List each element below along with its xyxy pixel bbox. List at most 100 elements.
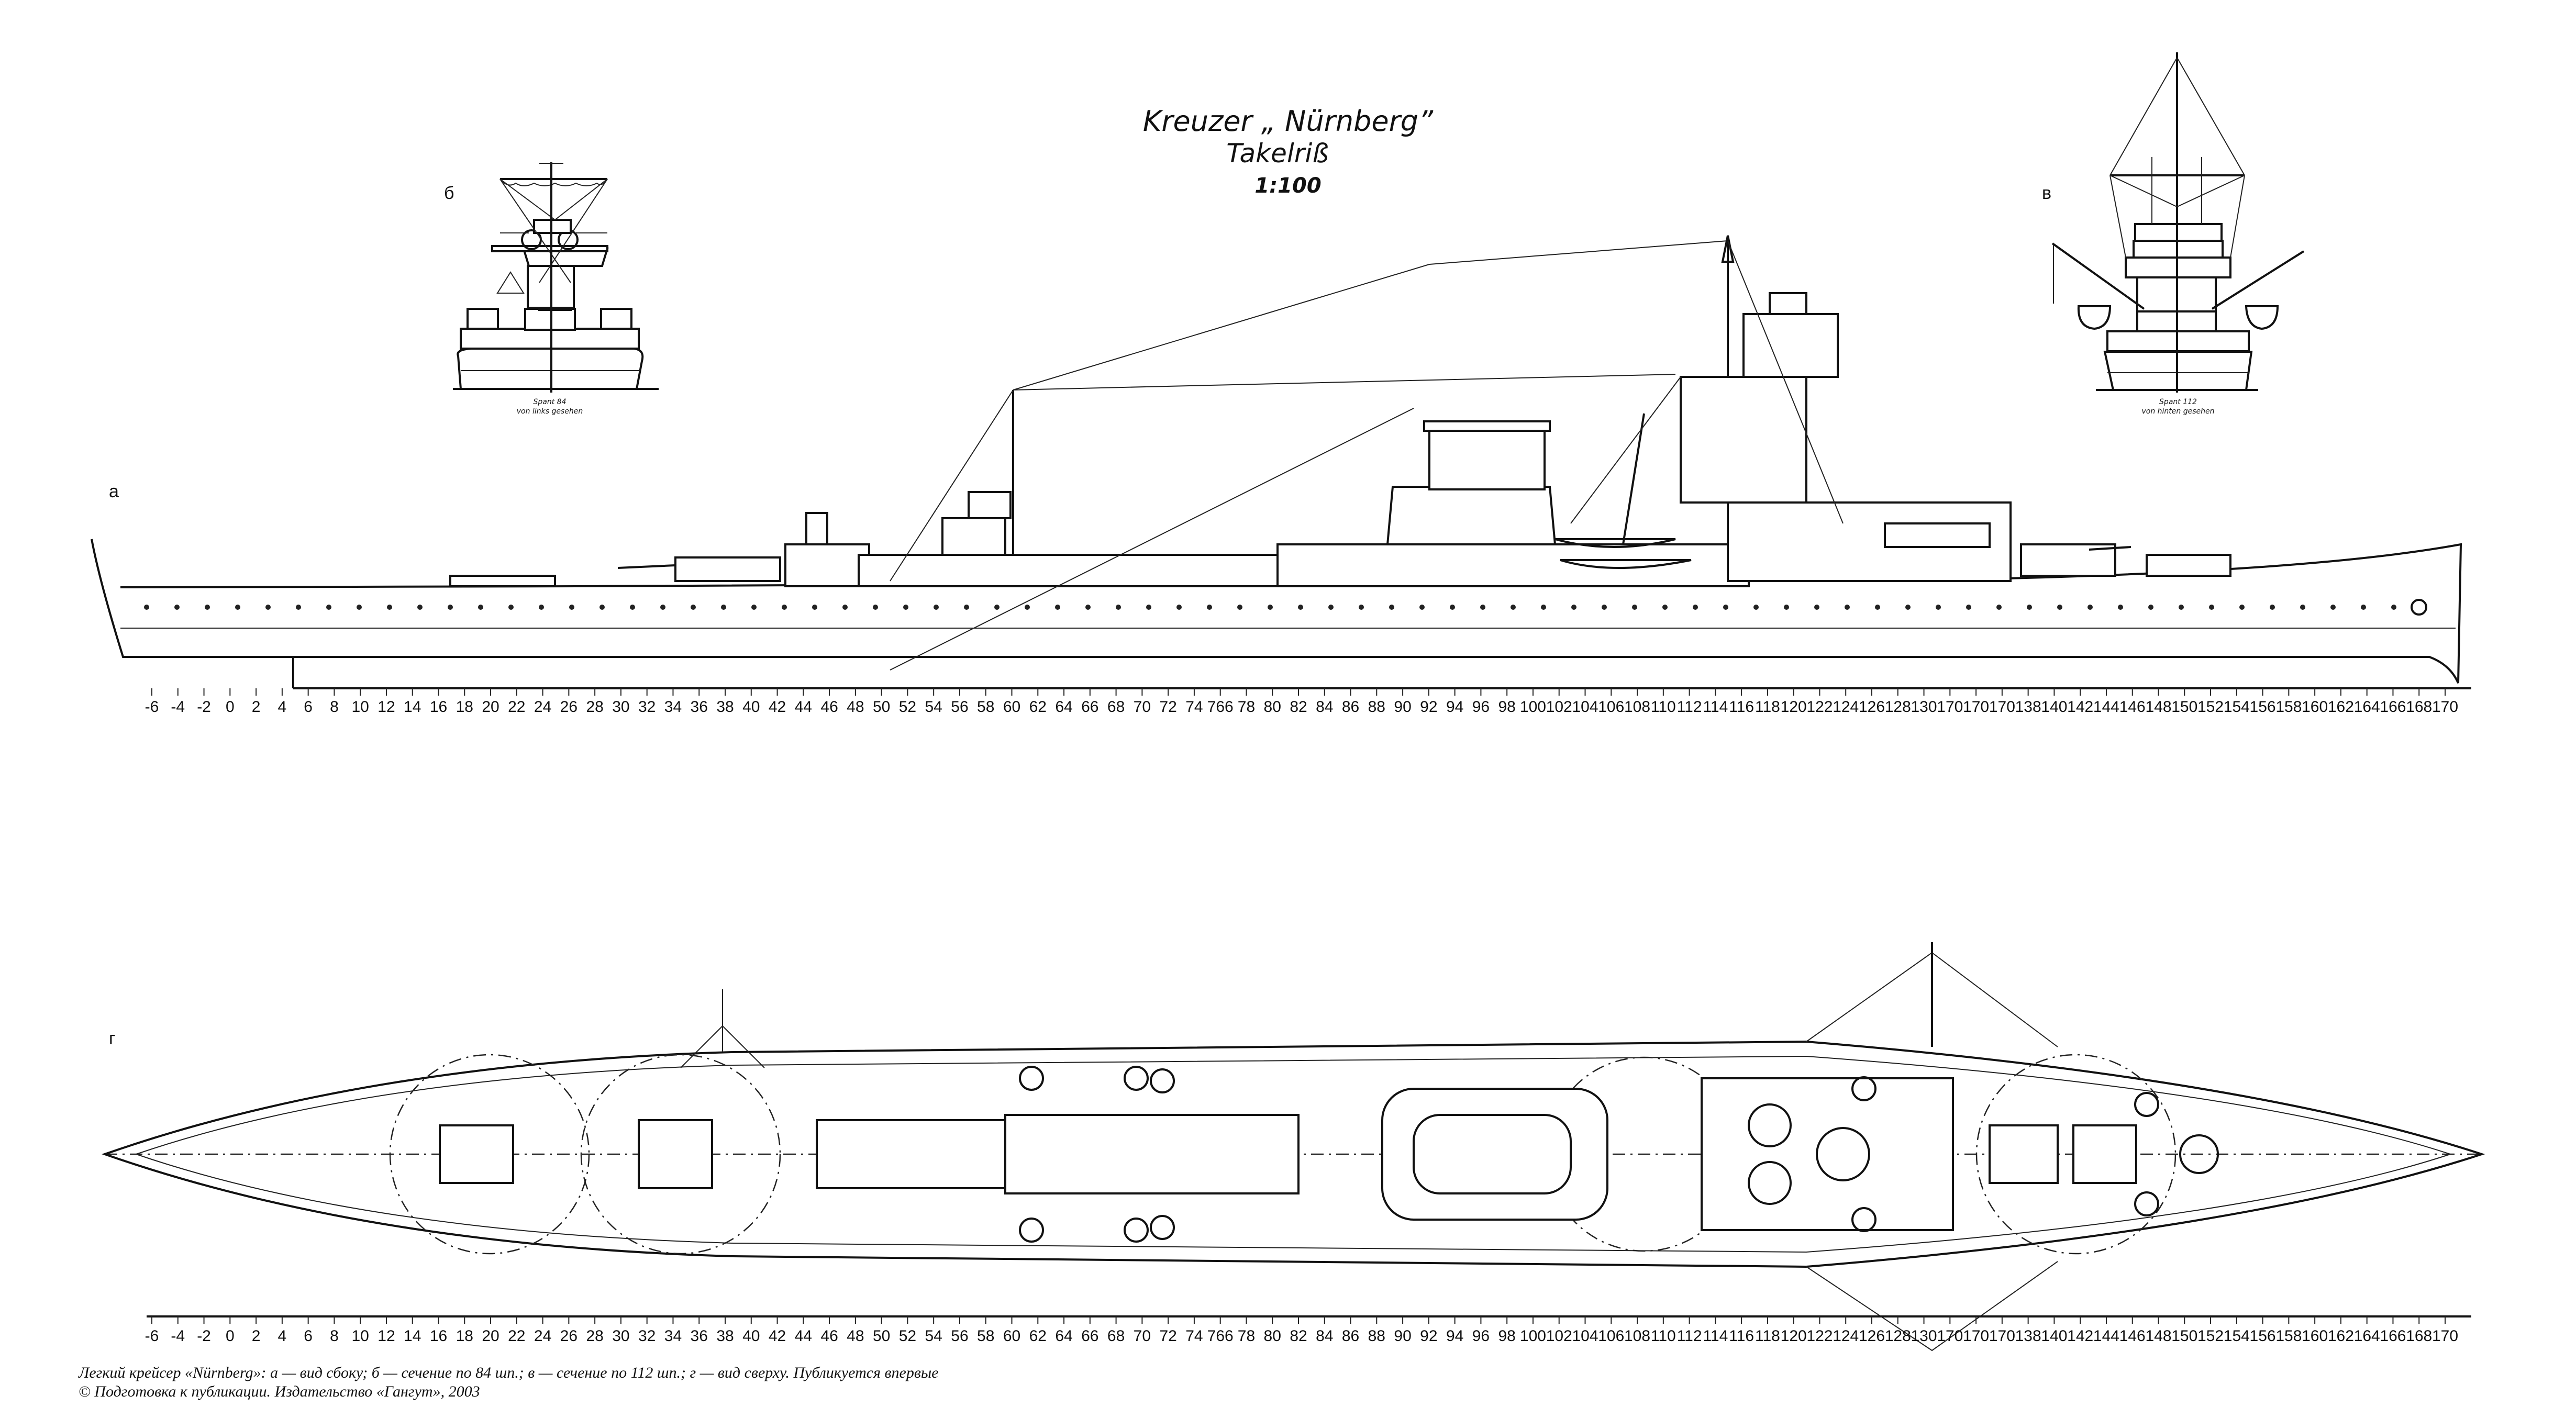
ruler-label-top: 140 [2041, 1327, 2067, 1345]
ruler-label-side: 140 [2041, 698, 2067, 716]
porthole [1359, 605, 1364, 610]
ruler-label-side: 96 [1472, 698, 1490, 716]
porthole [1298, 605, 1303, 610]
ruler-label-side: 56 [951, 698, 968, 716]
ruler-label-top: 148 [2145, 1327, 2171, 1345]
label-side-view: а [109, 482, 119, 501]
ruler-label-side: 144 [2093, 698, 2119, 716]
ruler-label-top: 168 [2406, 1327, 2432, 1345]
porthole [448, 605, 453, 610]
ruler-label-side: 170 [1989, 698, 2015, 716]
ruler-label-side: 128 [1885, 698, 1911, 716]
ruler-label-side: 2 [252, 698, 261, 716]
figure-caption: Легкий крейсер «Nürnberg»: а — вид сбоку… [78, 1364, 939, 1381]
ruler-label-side: 52 [899, 698, 916, 716]
ruler-label-side: 766 [1207, 698, 1234, 716]
ruler-label-top: 156 [2250, 1327, 2276, 1345]
ruler-label-top: 164 [2354, 1327, 2380, 1345]
ruler-label-top: 120 [1781, 1327, 1807, 1345]
porthole [691, 605, 696, 610]
porthole [1632, 605, 1637, 610]
ruler-label-top: 4 [278, 1327, 287, 1345]
ruler-label-top: 16 [430, 1327, 447, 1345]
ruler-label-top: 36 [691, 1327, 708, 1345]
porthole [2209, 605, 2214, 610]
ruler-label-top: 170 [1963, 1327, 1989, 1345]
ruler-label-side: 4 [278, 698, 287, 716]
ruler-label-top: 44 [795, 1327, 812, 1345]
ruler-label-side: 170 [2432, 698, 2458, 716]
deck-fitting [1150, 1215, 1175, 1240]
ruler-label-top: 86 [1342, 1327, 1359, 1345]
ruler-label-side: 12 [377, 698, 395, 716]
porthole [2239, 605, 2245, 610]
ruler-label-top: 40 [742, 1327, 760, 1345]
porthole [1662, 605, 1668, 610]
ruler-label-side: 46 [820, 698, 838, 716]
ruler-label-top: 2 [252, 1327, 261, 1345]
ruler-label-top: 26 [560, 1327, 578, 1345]
ruler-label-side: 20 [482, 698, 499, 716]
ruler-label-top: 124 [1833, 1327, 1859, 1345]
ruler-label-top: 158 [2275, 1327, 2302, 1345]
ruler-label-side: 16 [430, 698, 447, 716]
ruler-label-top: 110 [1651, 1327, 1676, 1345]
porthole [1875, 605, 1880, 610]
ruler-label-side: 82 [1290, 698, 1307, 716]
ruler-label-side: 104 [1572, 698, 1598, 716]
ruler-label-side: 90 [1394, 698, 1411, 716]
ruler-label-side: 156 [2250, 698, 2276, 716]
ruler-label-side: -6 [145, 698, 159, 716]
ruler-label-side: 94 [1446, 698, 1463, 716]
ruler-label-top: 42 [769, 1327, 786, 1345]
ruler-label-side: 124 [1833, 698, 1859, 716]
porthole [1146, 605, 1151, 610]
drawing-title: Kreuzer „ Nürnberg” [1143, 105, 1434, 138]
porthole [174, 605, 180, 610]
ruler-label-side: 170 [1963, 698, 1989, 716]
porthole [265, 605, 271, 610]
ruler-label-side: 40 [742, 698, 760, 716]
deck-fitting [1851, 1207, 1877, 1232]
ruler-label-side: 68 [1107, 698, 1125, 716]
porthole [994, 605, 1000, 610]
ruler-label-top: 114 [1703, 1327, 1728, 1345]
ruler-label-top: 18 [456, 1327, 473, 1345]
ruler-label-top: 84 [1316, 1327, 1333, 1345]
porthole [2361, 605, 2366, 610]
porthole [144, 605, 149, 610]
ruler-label-side: 100 [1520, 698, 1546, 716]
porthole [235, 605, 240, 610]
top-view [101, 942, 2485, 1352]
ruler-label-side: 64 [1055, 698, 1072, 716]
ruler-label-top: 766 [1207, 1327, 1234, 1345]
ruler-label-top: 152 [2197, 1327, 2224, 1345]
porthole [1085, 605, 1091, 610]
ruler-label-top: 64 [1055, 1327, 1072, 1345]
ruler-label-top: 32 [638, 1327, 656, 1345]
ruler-label-top: 90 [1394, 1327, 1411, 1345]
porthole [1389, 605, 1394, 610]
porthole [630, 605, 635, 610]
ruler-label-side: 80 [1264, 698, 1281, 716]
side-view [91, 235, 2471, 689]
porthole [1116, 605, 1121, 610]
ruler-label-top: 96 [1472, 1327, 1490, 1345]
deck-fitting [2134, 1092, 2159, 1117]
porthole [934, 605, 939, 610]
porthole [387, 605, 392, 610]
copyright-caption: © Подготовка к публикации. Издательство … [79, 1383, 480, 1400]
ruler-label-side: 114 [1703, 698, 1728, 716]
porthole [1419, 605, 1425, 610]
porthole [1966, 605, 1971, 610]
ruler-label-side: 108 [1624, 698, 1650, 716]
side-portholes [144, 605, 2396, 610]
ruler-label-top: 94 [1446, 1327, 1463, 1345]
ruler-label-top: 118 [1755, 1327, 1780, 1345]
ruler-label-side: 32 [638, 698, 656, 716]
ruler-label-side: 72 [1159, 698, 1176, 716]
ruler-label-top: 144 [2093, 1327, 2119, 1345]
ruler-label-top: 98 [1498, 1327, 1515, 1345]
ruler-label-top: 78 [1238, 1327, 1255, 1345]
ruler-label-top: 112 [1677, 1327, 1702, 1345]
